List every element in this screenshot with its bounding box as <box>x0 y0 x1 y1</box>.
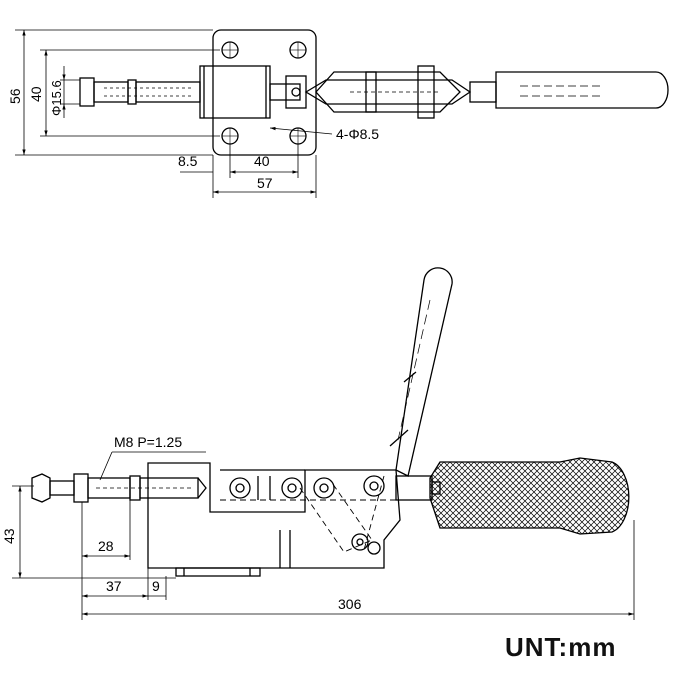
dim-diameter-15-6: Φ15.6 <box>49 80 64 116</box>
dim-37: 37 <box>106 578 122 594</box>
handle-grip-top <box>495 71 669 109</box>
lever-open <box>389 267 453 477</box>
linkage-ghost <box>220 475 396 553</box>
dim-43: 43 <box>1 528 17 544</box>
dim-thread: M8 P=1.25 <box>114 434 182 450</box>
linkage-pins <box>229 475 385 555</box>
mounting-holes <box>221 41 307 145</box>
plunger <box>79 77 201 107</box>
handle-grip-side <box>395 457 630 535</box>
dim-57: 57 <box>257 175 273 191</box>
side-view-labels: M8 P=1.25 43 28 37 9 306 <box>1 434 362 612</box>
top-view <box>15 29 669 198</box>
dim-28: 28 <box>98 538 114 554</box>
dim-56: 56 <box>7 88 23 104</box>
dim-306: 306 <box>338 596 362 612</box>
base-foot <box>175 567 261 577</box>
unit-label: UNT:mm <box>505 632 617 662</box>
side-view <box>12 267 635 620</box>
dim-9: 9 <box>152 578 160 594</box>
top-view-labels: 56 40 Φ15.6 4-Φ8.5 8.5 40 57 <box>7 80 379 191</box>
clamp-body <box>147 462 401 569</box>
dim-40-horizontal: 40 <box>254 153 270 169</box>
linkage <box>269 65 497 119</box>
guide-block <box>199 65 271 119</box>
dim-holes-note: 4-Φ8.5 <box>336 126 379 142</box>
side-plunger <box>31 473 207 503</box>
dim-8-5: 8.5 <box>178 153 198 169</box>
dim-40-vertical: 40 <box>28 86 44 102</box>
